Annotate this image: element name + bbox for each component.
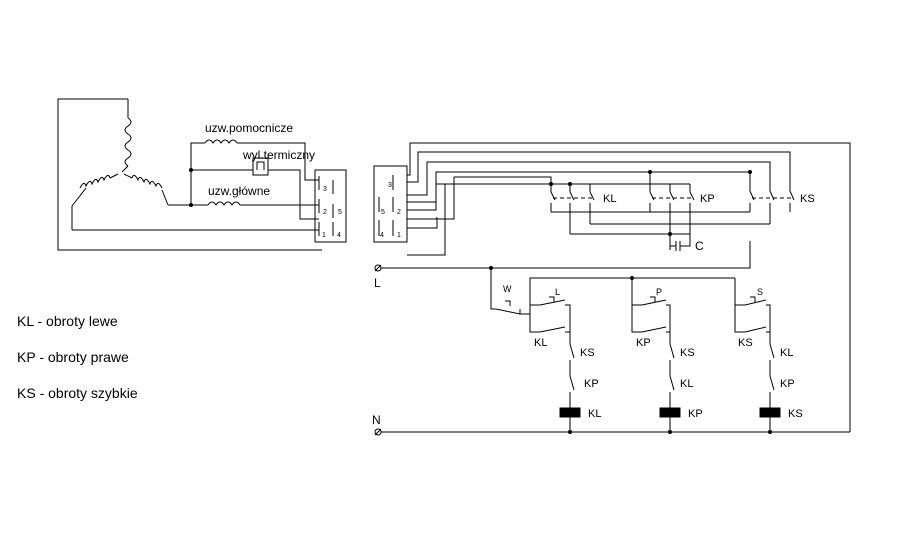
motor-terminal-1: 1 <box>322 232 326 239</box>
motor-terminal-4: 4 <box>337 232 341 239</box>
control-circuit: W L KL KS KP KL <box>490 268 803 432</box>
switch-terminal-4: 4 <box>380 232 384 239</box>
thermal-switch <box>252 157 269 176</box>
kl-coil <box>559 407 581 418</box>
motor-winding-top <box>121 99 132 173</box>
ks-interlock-2-label: KP <box>780 378 795 390</box>
ks-coil-label: KS <box>788 408 803 420</box>
motor-terminal-5: 5 <box>338 209 342 216</box>
branch-ks: S KS KL KP KS <box>734 278 803 432</box>
left-button-label: L <box>555 287 560 297</box>
capacitor: C <box>669 234 704 253</box>
neutral-label: N <box>372 413 381 427</box>
kp-coil <box>659 407 681 418</box>
kl-main-label: KL <box>603 193 616 205</box>
ks-self-contact-label: KS <box>738 337 753 349</box>
kl-interlock-1-label: KS <box>580 347 595 359</box>
switch-terminal-3: 3 <box>388 182 392 189</box>
power-circuit: KL KP KS <box>407 142 851 432</box>
legend-item-kp: KP - obroty prawe <box>17 349 129 365</box>
stop-label: W <box>503 284 512 294</box>
kl-self-contact-label: KL <box>534 337 547 349</box>
legend: KL - obroty lewe KP - obroty prawe KS - … <box>17 313 138 401</box>
switch-terminal-2: 2 <box>397 209 401 216</box>
motor-winding-right <box>123 173 169 206</box>
motor-section: 3 2 5 1 4 uzw.pomocnicze wyl.termiczny u… <box>57 98 347 251</box>
main-winding-coil <box>207 201 241 206</box>
motor-frame <box>57 98 322 251</box>
kl-coil-label: KL <box>588 408 601 420</box>
motor-terminal-block: 3 2 5 1 4 <box>314 169 347 243</box>
kp-interlock-1-label: KS <box>680 347 695 359</box>
neutral-terminal: N <box>372 413 382 436</box>
branch-kp: P KP KS KL KP <box>631 278 703 432</box>
aux-winding-label: uzw.pomocnicze <box>205 121 293 135</box>
switch-terminal-5: 5 <box>381 209 385 216</box>
kp-coil-label: KP <box>688 408 703 420</box>
legend-item-ks: KS - obroty szybkie <box>17 385 138 401</box>
ks-interlock-1-label: KL <box>780 347 793 359</box>
line-terminal: L <box>374 264 382 290</box>
capacitor-label: C <box>695 239 704 253</box>
legend-item-kl: KL - obroty lewe <box>17 313 118 329</box>
switch-terminal-1: 1 <box>397 232 401 239</box>
aux-winding-coil <box>204 139 238 144</box>
ks-main-contacts: KS <box>748 170 815 224</box>
motor-terminal-3: 3 <box>323 186 327 193</box>
right-button-label: P <box>656 287 662 297</box>
motor-winding-left <box>71 173 119 230</box>
kp-self-contact-label: KP <box>636 337 651 349</box>
fast-button-label: S <box>757 287 763 297</box>
main-winding-label: uzw.główne <box>208 184 270 198</box>
thermal-switch-label: wyl.termiczny <box>242 148 315 162</box>
branch-kl: L KL KS KP KL <box>529 287 601 432</box>
switch-terminal-box: 3 5 2 4 1 <box>373 165 408 243</box>
line-label: L <box>374 276 381 290</box>
kp-main-contacts: KP <box>648 170 715 250</box>
kl-interlock-2-label: KP <box>584 378 599 390</box>
kl-main-contacts: KL <box>549 182 616 234</box>
ks-main-label: KS <box>800 193 815 205</box>
motor-terminal-2: 2 <box>323 209 327 216</box>
ks-coil <box>759 407 781 418</box>
stop-button-w: W <box>490 268 530 315</box>
supply-rails: L N <box>372 241 850 436</box>
kp-main-label: KP <box>700 193 715 205</box>
kp-interlock-2-label: KL <box>680 378 693 390</box>
